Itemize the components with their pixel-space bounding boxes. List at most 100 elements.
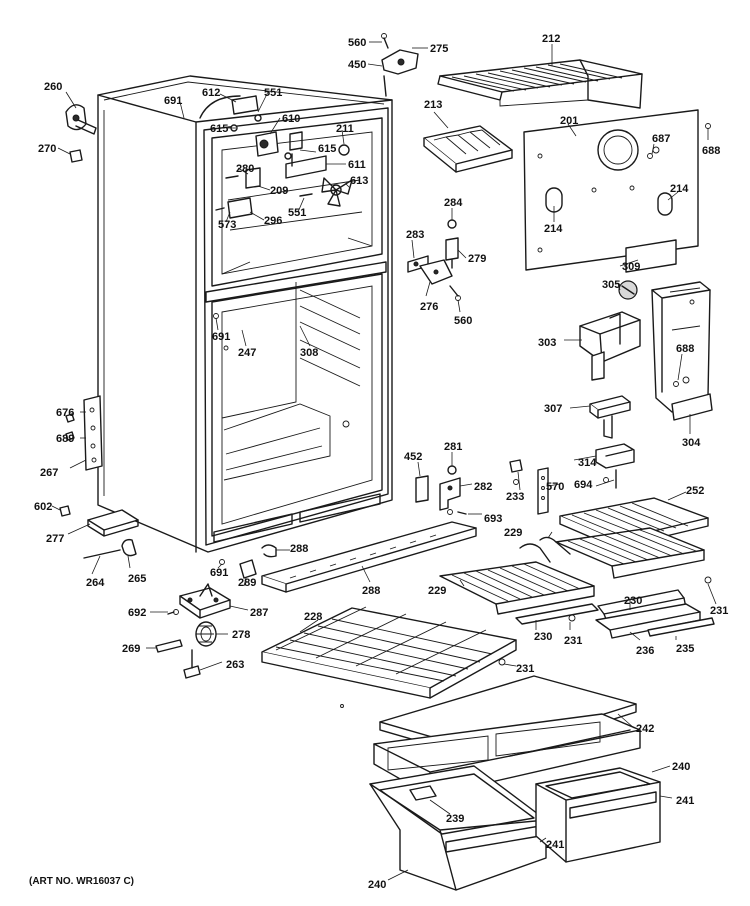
wire-shelf-229-left: [439, 543, 595, 615]
shelf-support: [509, 459, 549, 515]
fan-blade: [321, 177, 353, 207]
callout-688: 688: [676, 343, 694, 355]
callout-296: 296: [264, 215, 282, 227]
callout-269: 269: [122, 643, 140, 655]
callout-309: 309: [622, 261, 640, 273]
control-knob: [618, 280, 638, 300]
callout-230: 230: [534, 631, 552, 643]
callout-247: 247: [238, 347, 256, 359]
callout-570: 570: [546, 481, 564, 493]
top-components: [199, 95, 353, 219]
callout-278: 278: [232, 629, 250, 641]
mounting-plate-267: [65, 395, 103, 471]
callout-288: 288: [290, 543, 308, 555]
kick-plate-277: [59, 505, 139, 537]
callout-551: 551: [288, 207, 306, 219]
callout-692: 692: [128, 607, 146, 619]
callout-241: 241: [546, 839, 564, 851]
callout-303: 303: [538, 337, 556, 349]
trim-235: [647, 617, 715, 637]
grille-288: [261, 521, 477, 593]
refrigerator-cabinet: [97, 75, 393, 553]
callout-691: 691: [164, 95, 182, 107]
callout-610: 610: [282, 113, 300, 125]
screws: [167, 123, 712, 708]
callout-252: 252: [686, 485, 704, 497]
callout-602: 602: [34, 501, 52, 513]
callout-551: 551: [264, 87, 282, 99]
callout-289: 289: [238, 577, 256, 589]
ice-tray: [423, 125, 513, 173]
crisper-drawer-right: [535, 767, 661, 863]
plug-270: [69, 149, 83, 163]
callout-214: 214: [544, 223, 563, 235]
callout-260: 260: [44, 81, 62, 93]
callout-287: 287: [250, 607, 268, 619]
callout-230: 230: [624, 595, 642, 607]
callout-213: 213: [424, 99, 442, 111]
callout-263: 263: [226, 659, 244, 671]
callout-560: 560: [454, 315, 472, 327]
freezer-shelf-wire: [437, 59, 643, 109]
callout-209: 209: [270, 185, 288, 197]
control-housing: [579, 311, 641, 381]
compressor-bracket-287: [179, 583, 231, 619]
callout-450: 450: [348, 59, 366, 71]
callout-240: 240: [672, 761, 690, 773]
callout-265: 265: [128, 573, 146, 585]
hinge-276: [419, 259, 461, 301]
callout-233: 233: [506, 491, 524, 503]
callout-211: 211: [336, 123, 354, 135]
callout-694: 694: [574, 479, 593, 491]
callout-283: 283: [406, 229, 424, 241]
callout-270: 270: [38, 143, 56, 155]
air-damper-bracket: [589, 395, 631, 439]
callout-687: 687: [652, 133, 670, 145]
callout-275: 275: [430, 43, 448, 55]
callout-276: 276: [420, 301, 438, 313]
callout-267: 267: [40, 467, 58, 479]
freezer-back-panel: [523, 109, 699, 271]
callout-307: 307: [544, 403, 562, 415]
callout-304: 304: [682, 437, 701, 449]
callout-229: 229: [428, 585, 446, 597]
callout-241: 241: [676, 795, 694, 807]
shelf-bracket: [595, 443, 635, 489]
glass-shelf-228: [261, 606, 517, 699]
callout-240: 240: [368, 879, 386, 891]
callout-615: 615: [210, 123, 228, 135]
roller-265: [83, 538, 137, 559]
callout-693: 693: [484, 513, 502, 525]
crisper-drawer-left: [369, 765, 547, 891]
cam-284-279: [445, 219, 459, 269]
hinge-top: [381, 33, 419, 97]
callout-282: 282: [474, 481, 492, 493]
condenser-fan-260: [65, 104, 97, 135]
wire-shelf-229-right: [539, 527, 705, 579]
art-number-caption: (ART NO. WR16037 C): [29, 876, 135, 887]
callout-235: 235: [676, 643, 694, 655]
callout-242: 242: [636, 723, 654, 735]
callout-284: 284: [444, 197, 463, 209]
axle-269: [155, 639, 183, 653]
callout-314: 314: [578, 457, 597, 469]
callout-689: 689: [56, 433, 74, 445]
leveling-leg-263: [183, 649, 201, 679]
callout-280: 280: [236, 163, 254, 175]
callout-615: 615: [318, 143, 336, 155]
callout-612: 612: [202, 87, 220, 99]
roller-278: [195, 621, 217, 647]
leader-lines: [51, 41, 717, 881]
callout-691: 691: [212, 331, 230, 343]
callout-231: 231: [710, 605, 728, 617]
callout-214: 214: [670, 183, 689, 195]
callout-229: 229: [504, 527, 522, 539]
callout-613: 613: [350, 175, 368, 187]
callout-560: 560: [348, 37, 366, 49]
door-hinge-center: [415, 465, 461, 511]
callout-305: 305: [602, 279, 620, 291]
callout-228: 228: [304, 611, 322, 623]
callout-264: 264: [86, 577, 105, 589]
